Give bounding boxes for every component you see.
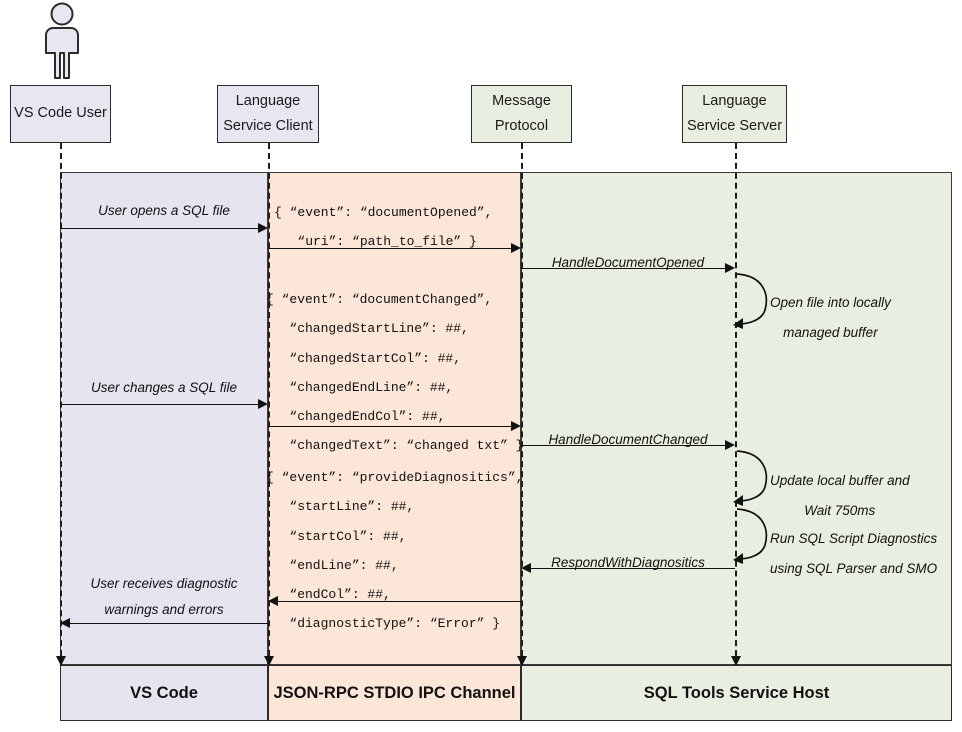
footer-json-rpc-label: JSON-RPC STDIO IPC Channel: [273, 683, 516, 702]
message-arrow-user-receives-diagnostics: [70, 623, 268, 624]
message-label-user-receives-line1: User receives diagnostic: [90, 576, 238, 591]
payload-provide-diagnostics-line2: “startLine”: ##,: [266, 499, 415, 515]
payload-provide-diagnostics-line3: “startCol”: ##,: [266, 528, 407, 544]
vs-code-user-actor-icon: [45, 2, 79, 79]
participant-language-service-client-line2: Service Client: [223, 118, 313, 134]
payload-document-changed: { “event”: “documentChanged”, “changedSt…: [266, 285, 523, 461]
message-label-respond-with-diagnostics: RespondWithDiagnositics: [551, 555, 705, 570]
message-label-user-receives-line2: warnings and errors: [104, 602, 224, 618]
footer-json-rpc-stdio-ipc-channel[interactable]: JSON-RPC STDIO IPC Channel: [268, 665, 521, 721]
participant-language-service-client-line1: Language: [235, 92, 301, 109]
payload-provide-diagnostics-line4: “endLine”: ##,: [266, 557, 399, 573]
message-arrow-respond-with-diagnostics: [531, 568, 735, 569]
message-arrow-handle-document-opened: [521, 268, 725, 269]
band-ipc-channel: [268, 172, 521, 665]
message-arrowhead-user-opens: [258, 223, 268, 233]
participant-language-service-client[interactable]: Language Service Client: [217, 85, 319, 143]
message-arrowhead-user-receives-diagnostics: [60, 618, 70, 628]
message-arrow-user-changes: [60, 404, 258, 405]
message-label-user-receives-diagnostics: User receives diagnostic warnings and er…: [60, 571, 268, 624]
participant-language-service-server[interactable]: Language Service Server: [682, 85, 787, 143]
payload-provide-diagnostics-line5: “endCol”: ##,: [266, 587, 391, 602]
payload-document-changed-line4: “changedEndLine”: ##,: [266, 379, 454, 395]
lifeline-language-service-server: [735, 143, 737, 666]
message-arrowhead-protocol-to-client-diagnostics: [268, 596, 278, 606]
payload-provide-diagnostics: { “event”: “provideDiagnositics”, “start…: [266, 463, 523, 639]
self-call-note-update-buffer: Update local buffer and Wait 750ms: [770, 466, 910, 525]
self-call-run-diagnostics: [733, 508, 768, 564]
lifeline-end-arrow-vscode-user: [56, 656, 66, 666]
self-call-open-file-buffer: [733, 273, 768, 329]
band-vscode: [60, 172, 268, 665]
self-call-note-run-diagnostics: Run SQL Script Diagnostics using SQL Par…: [770, 524, 937, 583]
participant-message-protocol-line1: Message: [492, 92, 551, 109]
message-label-handle-document-opened: HandleDocumentOpened: [551, 255, 705, 270]
payload-document-opened: { “event”: “documentOpened”, “uri”: “pat…: [274, 198, 492, 257]
participant-language-service-server-line2: Service Server: [686, 118, 783, 134]
self-call-run-diagnostics-line1: Run SQL Script Diagnostics: [770, 531, 938, 546]
self-call-open-file-buffer-line1: Open file into locally: [770, 295, 891, 310]
lifeline-end-arrow-protocol: [517, 656, 527, 666]
lifeline-language-service-client: [268, 143, 270, 666]
footer-vs-code[interactable]: VS Code: [60, 665, 268, 721]
message-arrow-client-to-protocol-changed: [268, 426, 511, 427]
payload-document-changed-line2: “changedStartLine”: ##,: [266, 321, 469, 337]
lifeline-end-arrow-server: [731, 656, 741, 666]
footer-sql-tools-service-host-label: SQL Tools Service Host: [643, 683, 830, 702]
payload-document-changed-line6: “changedText”: “changed txt” }: [266, 438, 524, 454]
message-arrow-handle-document-changed: [521, 445, 725, 446]
payload-provide-diagnostics-line6: “diagnosticType”: “Error” }: [266, 616, 501, 632]
message-arrowhead-handle-document-opened: [725, 263, 735, 273]
message-arrowhead-handle-document-changed: [725, 440, 735, 450]
participant-message-protocol[interactable]: Message Protocol: [471, 85, 572, 143]
lifeline-end-arrow-client: [264, 656, 274, 666]
payload-provide-diagnostics-line1: { “event”: “provideDiagnositics”,: [266, 470, 524, 485]
message-arrowhead-client-to-protocol-changed: [511, 421, 521, 431]
footer-sql-tools-service-host[interactable]: SQL Tools Service Host: [521, 665, 952, 721]
participant-vs-code-user-label: VS Code User: [14, 105, 107, 122]
message-arrowhead-client-to-protocol-opened: [511, 243, 521, 253]
message-label-user-changes: User changes a SQL file: [90, 380, 238, 395]
payload-document-opened-line2: “uri”: “path_to_file” }: [274, 234, 477, 250]
self-call-note-open-file-buffer: Open file into locally managed buffer: [770, 288, 891, 347]
footer-vs-code-label: VS Code: [130, 683, 198, 702]
message-arrow-client-to-protocol-opened: [268, 248, 511, 249]
self-call-update-buffer: [733, 450, 768, 506]
message-label-handle-document-changed: HandleDocumentChanged: [548, 432, 708, 447]
participant-language-service-server-line1: Language: [702, 92, 767, 109]
self-call-open-file-buffer-line2: managed buffer: [783, 324, 878, 340]
message-arrow-user-opens: [60, 228, 258, 229]
payload-document-opened-line1: { “event”: “documentOpened”,: [274, 205, 493, 220]
payload-document-changed-line5: “changedEndCol”: ##,: [266, 409, 446, 424]
message-arrowhead-respond-with-diagnostics: [521, 563, 531, 573]
message-arrowhead-user-changes: [258, 399, 268, 409]
participant-vs-code-user[interactable]: VS Code User: [10, 85, 111, 143]
self-call-update-buffer-line1: Update local buffer and: [770, 473, 910, 488]
message-arrow-protocol-to-client-diagnostics: [278, 601, 521, 602]
payload-document-changed-line1: { “event”: “documentChanged”,: [266, 292, 493, 307]
participant-message-protocol-line2: Protocol: [494, 118, 549, 134]
lifeline-message-protocol: [521, 143, 523, 666]
self-call-update-buffer-line2: Wait 750ms: [804, 502, 876, 518]
payload-document-changed-line3: “changedStartCol”: ##,: [266, 350, 462, 366]
message-label-user-opens: User opens a SQL file: [98, 203, 230, 218]
self-call-run-diagnostics-line2: using SQL Parser and SMO: [770, 560, 938, 576]
